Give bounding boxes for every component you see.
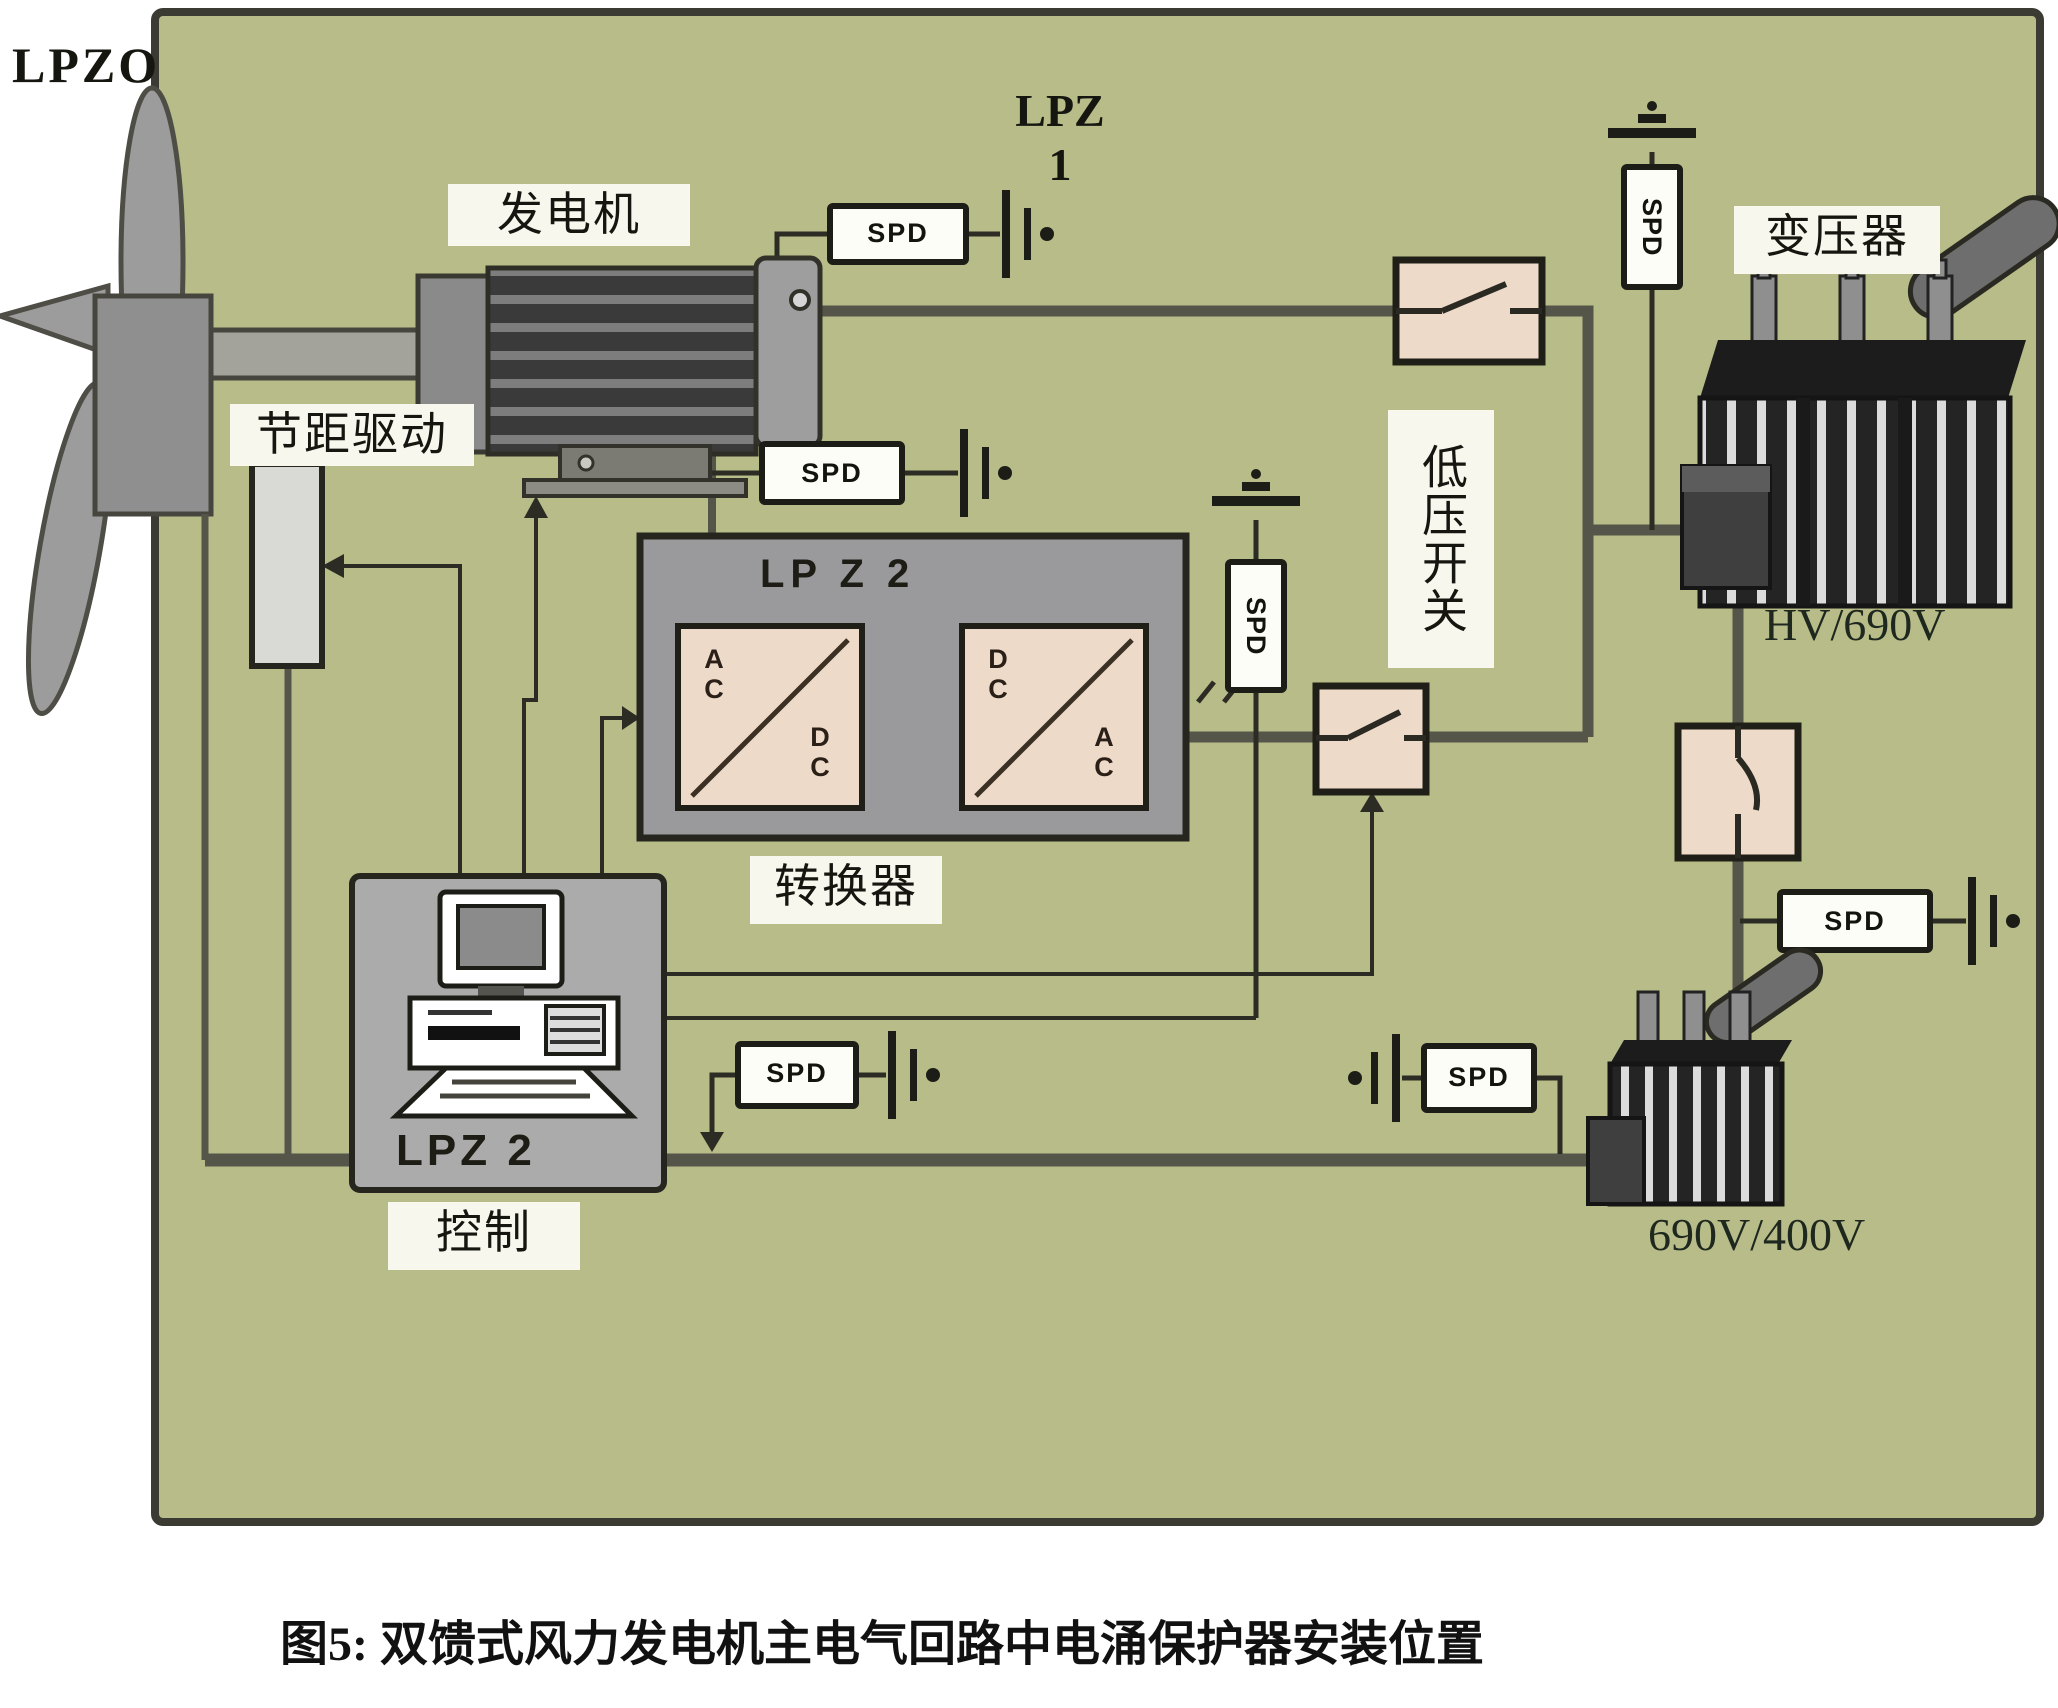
arrow-into-switch3 <box>1360 792 1384 812</box>
dcac-diagonal <box>974 638 1134 798</box>
generator-base-bolt <box>577 454 595 472</box>
wire-control-to-converter <box>600 716 626 876</box>
spd1-box <box>827 203 969 265</box>
transformer-label: 变压器 <box>1734 206 1940 274</box>
wire-spd1-left <box>774 231 830 258</box>
switch2-transformer-line <box>1674 722 1802 862</box>
computer-disk-slot <box>428 1026 520 1040</box>
generator-end-cap <box>753 255 823 449</box>
spd-mid-label: SPD <box>1241 596 1271 656</box>
acdc-output-label: DC <box>805 722 835 782</box>
wire-switch1-down <box>1542 305 1594 737</box>
ground-spd3 <box>1968 877 2020 965</box>
wire-control-to-generator <box>522 512 538 876</box>
switch1-generator-line <box>1392 256 1546 366</box>
spd3-box <box>1777 889 1933 953</box>
ground-spd5 <box>888 1031 940 1119</box>
arrow-spd5-down <box>700 1132 724 1152</box>
arrowheads <box>322 496 1384 1152</box>
converter-zone-label: LP Z 2 <box>760 552 916 596</box>
lv-ratio-label: 690V/400V <box>1648 1209 1866 1260</box>
spd3-label: SPD <box>1824 906 1886 936</box>
dcac-input-label: DC <box>983 644 1013 704</box>
generator-foot <box>522 478 748 498</box>
ground-spd2 <box>960 429 1012 517</box>
converter-label: 转换器 <box>750 856 942 924</box>
spd-topright-box <box>1621 164 1683 290</box>
turbine-blade-left <box>0 282 111 358</box>
wire-spd4-right <box>1534 1075 1563 1154</box>
computer-grill-lines <box>550 1016 600 1044</box>
generator-graphic <box>415 255 823 498</box>
transformer2-connection-box <box>1586 1116 1646 1206</box>
pitch-drive-label: 节距驱动 <box>230 404 474 466</box>
spd5-box <box>735 1041 859 1109</box>
transformer2-bushings <box>1636 990 1752 1048</box>
zone-label-lpz1-number: 1 <box>1048 139 1072 190</box>
converter-cabinet <box>636 532 1190 842</box>
spd5-label: SPD <box>766 1058 828 1088</box>
hv-ratio-label: HV/690V <box>1764 599 1946 650</box>
ground-spd4 <box>1348 1034 1400 1122</box>
spd2-box <box>759 441 905 505</box>
generator-body <box>485 265 759 457</box>
lv-switch-label: 低压开关 <box>1388 410 1494 668</box>
wire-spd5-left <box>709 1072 738 1148</box>
spd4-label: SPD <box>1448 1062 1510 1092</box>
control-label: 控制 <box>388 1202 580 1270</box>
switch3-lv-line <box>1312 682 1430 796</box>
ground-symbols <box>888 101 2020 1122</box>
control-zone-label: LPZ 2 <box>396 1126 536 1175</box>
transformer1-graphic <box>1680 195 2058 609</box>
arrow-into-generator-base <box>524 496 548 518</box>
transformer2-top <box>1610 1040 1792 1064</box>
wire-control-to-switch3 <box>664 806 1374 976</box>
computer-keyboard-lines <box>440 1079 590 1099</box>
generator-terminal-knob <box>789 289 811 311</box>
computer-monitor-neck <box>478 986 524 998</box>
arrow-into-pitch <box>322 554 344 578</box>
branch-wires <box>340 152 1966 1154</box>
spd4-box <box>1421 1043 1537 1113</box>
acdc-input-label: AC <box>699 644 729 704</box>
transformer1-top <box>1700 340 2026 398</box>
figure-caption: 图5: 双馈式风力发电机主电气回路中电涌保护器安装位置 <box>280 1618 1484 1671</box>
ground-spd-topright <box>1608 101 1696 138</box>
transformer2-graphic <box>1586 947 1824 1207</box>
generator-label: 发电机 <box>448 184 690 246</box>
spd-topright-label: SPD <box>1637 197 1667 257</box>
spd-mid-box <box>1225 559 1287 693</box>
transformer1-connection-top <box>1682 466 1770 492</box>
dcac-output-label: AC <box>1089 722 1119 782</box>
pitch-drive-box <box>249 461 325 669</box>
acdc-diagonal <box>690 638 850 798</box>
computer-screen <box>456 904 546 970</box>
ground-spd-mid <box>1212 469 1300 506</box>
arrow-into-converter <box>622 706 640 730</box>
spd2-label: SPD <box>801 458 863 488</box>
spd-boxes <box>735 164 1933 1113</box>
control-cabinet <box>349 873 667 1193</box>
ground-lpz1 <box>1002 190 1054 278</box>
transformer1-divider2 <box>1898 398 1912 606</box>
turbine-hub <box>92 293 214 517</box>
wire-control-to-pitch <box>340 564 462 876</box>
transformer1-divider1 <box>1796 398 1810 606</box>
breaker-switches <box>1312 256 1802 862</box>
wind-turbine <box>0 85 456 717</box>
zone-label-lpz1: LPZ <box>1015 85 1105 136</box>
computer-unit-line <box>428 1010 492 1015</box>
zone-label-lpz0: LPZO <box>12 37 161 93</box>
spd1-label: SPD <box>867 218 929 248</box>
